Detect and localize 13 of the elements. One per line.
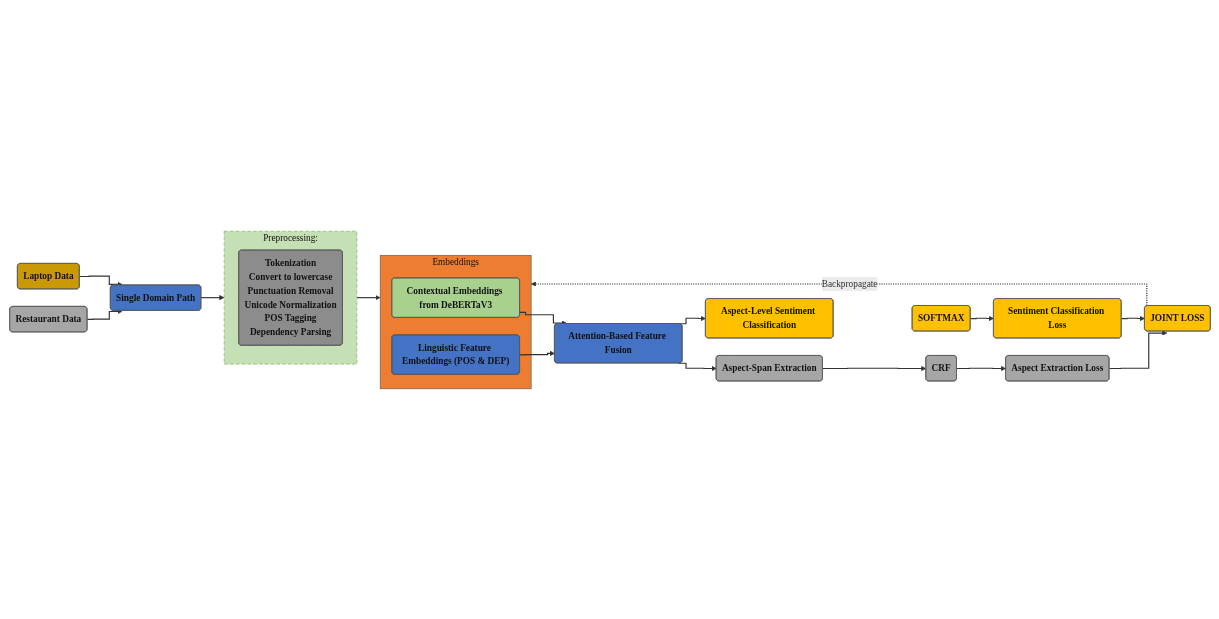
arrow <box>518 350 555 356</box>
arrow <box>677 362 717 371</box>
arrow <box>199 294 224 300</box>
edge-label: Backpropagate <box>821 278 877 289</box>
arrow <box>518 311 567 325</box>
arrow <box>78 275 122 287</box>
arrow <box>955 365 1006 371</box>
arrow <box>1120 315 1145 321</box>
arrow <box>969 315 994 321</box>
arrow <box>86 308 122 320</box>
arrow <box>1108 330 1167 369</box>
arrow <box>821 365 926 371</box>
arrow <box>355 294 380 300</box>
